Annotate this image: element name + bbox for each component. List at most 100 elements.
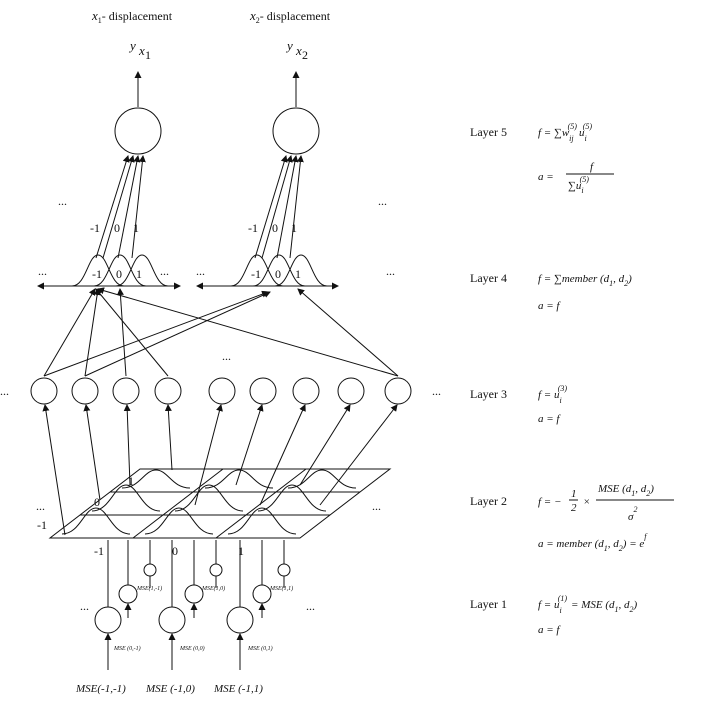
svg-text:1: 1 — [128, 474, 134, 488]
ellipsis-l1-left: ... — [80, 599, 89, 613]
svg-text:0: 0 — [114, 221, 120, 235]
ellipsis-mid: ... — [222, 349, 231, 363]
svg-text:×: × — [583, 496, 590, 508]
svg-text:MSE (0,1): MSE (0,1) — [247, 645, 273, 652]
layer3-node — [208, 377, 236, 405]
layer5-node-x2 — [272, 107, 320, 155]
layer4-equations: Layer 4 f = ∑member (d1, d2) a = f — [470, 271, 632, 312]
ellipsis-l4-right-2: ... — [386, 264, 395, 278]
svg-text:-1: -1 — [92, 267, 102, 281]
layer3-equations: Layer 3 f = ui(3) a = f — [470, 384, 567, 425]
layer1-label: Layer 1 — [470, 597, 507, 611]
svg-text:MSE(1,0): MSE(1,0) — [201, 585, 225, 592]
svg-text:-1: -1 — [94, 544, 104, 558]
ellipsis-l1-right: ... — [306, 599, 315, 613]
ellipsis-l4-left-2: ... — [160, 264, 169, 278]
svg-text:0: 0 — [272, 221, 278, 235]
svg-text:f = ∑wij(5)ui(5): f = ∑wij(5)ui(5) — [538, 122, 592, 143]
svg-text:f = ui(3): f = ui(3) — [538, 384, 567, 405]
svg-text:σ2: σ2 — [628, 505, 637, 523]
layer2-equations: Layer 2 f = − 1 2 × MSE (d1, d2) σ2 a = … — [470, 483, 674, 553]
svg-text:f = −: f = − — [538, 496, 561, 508]
svg-text:x: x — [295, 43, 302, 58]
svg-text:1: 1 — [238, 544, 244, 558]
layer3-node — [30, 377, 58, 405]
layer4-top-labels-x1: -1 0 1 — [90, 221, 139, 235]
layer4-to-layer5-arrows — [95, 155, 304, 259]
layer3-node — [292, 377, 320, 405]
svg-text:MSE (d1, d2): MSE (d1, d2) — [597, 483, 654, 498]
svg-text:f: f — [590, 161, 595, 173]
svg-text:1: 1 — [136, 267, 142, 281]
layer5-equations: Layer 5 f = ∑wij(5)ui(5) a = f ∑ui(5) — [470, 122, 614, 195]
layer3-node — [71, 377, 99, 405]
layer3-node — [154, 377, 182, 405]
svg-text:-1: -1 — [90, 221, 100, 235]
layer4-top-labels-x2: -1 0 1 — [248, 221, 297, 235]
svg-text:f = ∑member (d1, d2): f = ∑member (d1, d2) — [538, 273, 632, 288]
svg-text:MSE(1,1): MSE(1,1) — [269, 585, 293, 592]
grid-bottom-axis-labels: -1 0 1 — [94, 544, 244, 558]
svg-text:x1- displacement: x1- displacement — [91, 8, 173, 25]
ellipsis-l3-right: ... — [432, 384, 441, 398]
svg-text:a = f: a = f — [538, 624, 561, 636]
svg-text:MSE (-1,1): MSE (-1,1) — [213, 683, 263, 695]
mse-small-labels: MSE(1,-1) MSE(1,0) MSE(1,1) — [136, 585, 293, 592]
layer4-label: Layer 4 — [470, 271, 507, 285]
output-x1-label: x1- displacement — [91, 8, 173, 25]
svg-text:0: 0 — [172, 544, 178, 558]
svg-text:2: 2 — [302, 48, 308, 62]
svg-text:MSE (0,-1): MSE (0,-1) — [113, 645, 141, 652]
layer1-equations: Layer 1 f = ui(1)= MSE (d1, d2) a = f — [470, 594, 638, 636]
layer3-node — [249, 377, 277, 405]
svg-text:1: 1 — [571, 488, 577, 500]
svg-text:1: 1 — [291, 221, 297, 235]
layer3-node — [384, 377, 412, 405]
layer1-inputs — [94, 540, 291, 670]
layer3-nodes — [30, 377, 412, 405]
ellipsis-l2-right: ... — [372, 499, 381, 513]
svg-text:2: 2 — [571, 502, 577, 514]
svg-text:x: x — [138, 43, 145, 58]
svg-text:y: y — [285, 38, 293, 53]
svg-text:a = f: a = f — [538, 300, 561, 312]
svg-text:0: 0 — [94, 495, 100, 509]
ellipsis-l2-left: ... — [36, 499, 45, 513]
svg-text:a = f: a = f — [538, 413, 561, 425]
layer2-label: Layer 2 — [470, 494, 507, 508]
svg-text:1: 1 — [295, 267, 301, 281]
svg-text:MSE (-1,0): MSE (-1,0) — [145, 683, 195, 695]
layer5-node-x1 — [114, 107, 162, 155]
mse-bottom-labels: MSE(-1,-1) MSE (-1,0) MSE (-1,1) — [75, 683, 263, 695]
ellipsis-l4-right-1: ... — [196, 264, 205, 278]
svg-text:f = ui(1)= MSE (d1, d2): f = ui(1)= MSE (d1, d2) — [538, 594, 638, 615]
svg-text:0: 0 — [275, 267, 281, 281]
output-y2-label: y x 2 — [285, 38, 308, 62]
svg-text:a =: a = — [538, 171, 554, 183]
output-x2-label: x2- displacement — [249, 8, 331, 25]
layer3-label: Layer 3 — [470, 387, 507, 401]
svg-text:MSE(1,-1): MSE(1,-1) — [136, 585, 162, 592]
svg-text:-1: -1 — [248, 221, 258, 235]
svg-text:1: 1 — [145, 48, 151, 62]
svg-text:a = member (d1, d2) = ef: a = member (d1, d2) = ef — [538, 532, 648, 553]
layer2-to-layer3-arrows — [42, 404, 398, 536]
svg-text:-1: -1 — [251, 267, 261, 281]
output-y1-label: y x 1 — [128, 38, 151, 62]
mse-mid-labels: MSE (0,-1) MSE (0,0) MSE (0,1) — [113, 645, 273, 652]
ellipsis-top-right: ... — [378, 194, 387, 208]
grid-left-axis-labels: -1 0 1 — [37, 474, 134, 532]
membership-group-x2: -1 0 1 — [196, 254, 339, 290]
svg-text:x2- displacement: x2- displacement — [249, 8, 331, 25]
layer2-membership-grid — [48, 468, 392, 539]
svg-text:∑ui(5): ∑ui(5) — [568, 175, 589, 195]
layer3-to-layer4-arrows — [43, 287, 399, 377]
membership-group-x1: -1 0 1 — [37, 254, 181, 290]
ellipsis-top-left: ... — [58, 194, 67, 208]
layer3-node — [112, 377, 140, 405]
ellipsis-l3-left: ... — [0, 384, 9, 398]
svg-text:y: y — [128, 38, 136, 53]
svg-text:MSE (0,0): MSE (0,0) — [179, 645, 205, 652]
svg-text:-1: -1 — [37, 518, 47, 532]
layer5-label: Layer 5 — [470, 125, 507, 139]
